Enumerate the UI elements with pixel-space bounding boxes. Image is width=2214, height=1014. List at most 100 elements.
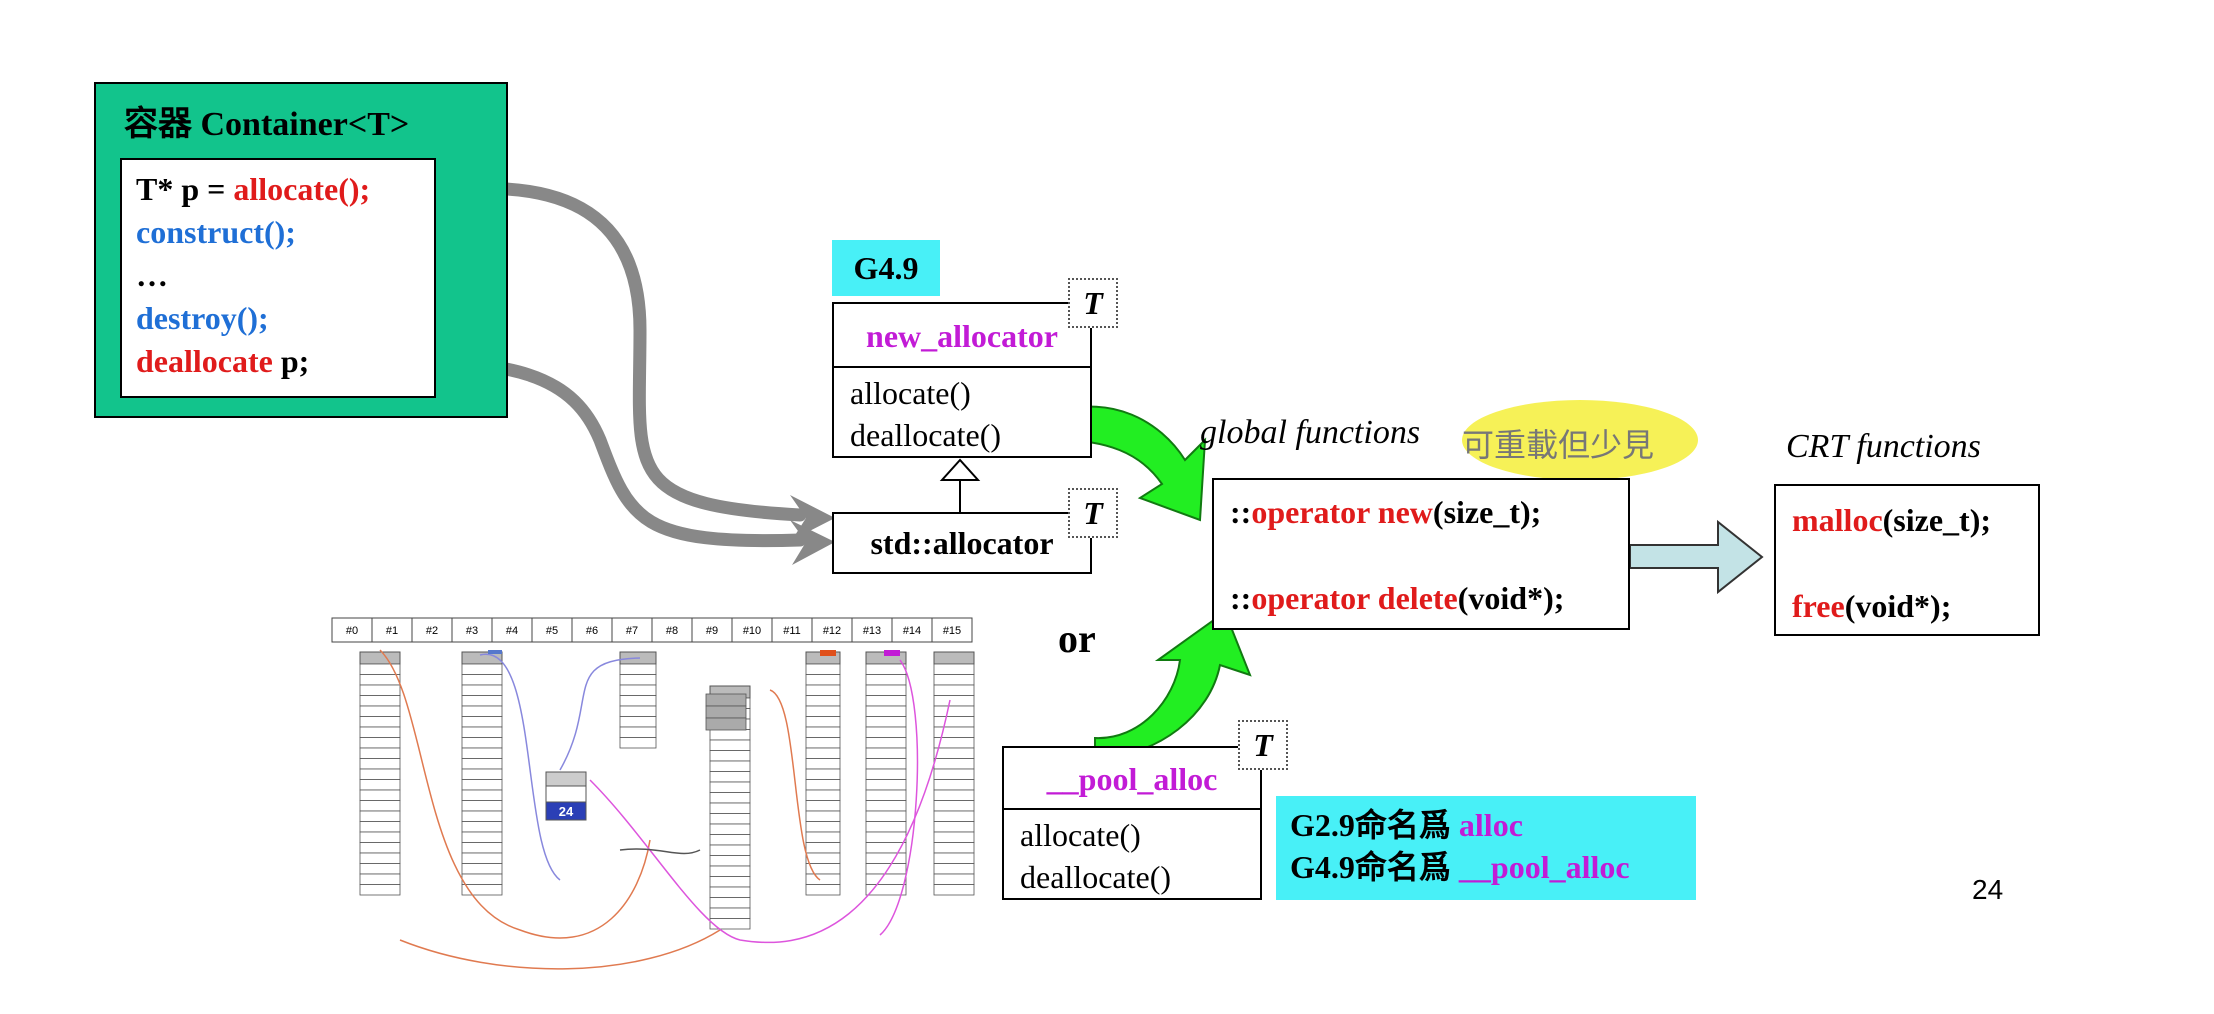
chunk-cell bbox=[709, 907, 751, 919]
chunk-used bbox=[705, 693, 747, 707]
chunk-cell bbox=[865, 695, 907, 707]
chunk-cell bbox=[805, 737, 841, 749]
chunk-cell bbox=[805, 758, 841, 770]
bucket-cell bbox=[651, 617, 693, 643]
chunk-cell bbox=[359, 674, 401, 686]
chunk-cell bbox=[359, 842, 401, 854]
code-line-allocate: T* p = allocate(); bbox=[136, 168, 420, 211]
allocate-arrow bbox=[401, 181, 807, 522]
chunk-cell bbox=[805, 695, 841, 707]
malloc-line: malloc(size_t); bbox=[1792, 502, 1991, 539]
chunk-cell bbox=[865, 779, 907, 791]
chunk-used bbox=[705, 705, 747, 719]
code-deallocate-call: deallocate bbox=[136, 343, 273, 379]
chunk-cell bbox=[709, 844, 751, 856]
chunk-cell bbox=[933, 789, 975, 801]
chunk-cell bbox=[865, 737, 907, 749]
chunk-cell bbox=[619, 684, 657, 696]
crt-functions-label: CRT functions bbox=[1786, 428, 1981, 465]
freelist-link bbox=[399, 929, 721, 970]
chunk-cell bbox=[709, 771, 751, 783]
bucket-label: #1 bbox=[386, 625, 398, 637]
new-allocator-class: new_allocator allocate() deallocate() bbox=[832, 302, 1092, 458]
chunk-cell bbox=[461, 863, 503, 875]
chunk-cell bbox=[461, 884, 503, 896]
freelist-link bbox=[879, 659, 919, 936]
chunk-cell bbox=[865, 758, 907, 770]
bucket-label: #15 bbox=[943, 625, 961, 637]
chunk-cell bbox=[805, 768, 841, 780]
bucket-label: #10 bbox=[743, 625, 761, 637]
op-delete-args: (void*); bbox=[1457, 580, 1565, 616]
operator-new-line: ::operator new(size_t); bbox=[1230, 494, 1541, 531]
chunk-cell bbox=[709, 750, 751, 762]
chunk-cell bbox=[709, 918, 751, 930]
chunk-cell bbox=[933, 810, 975, 822]
chunk-used bbox=[705, 717, 747, 731]
chunk-cell bbox=[359, 695, 401, 707]
chunk-cell bbox=[461, 758, 503, 770]
chunk-cell bbox=[709, 865, 751, 877]
chunk-cell bbox=[865, 684, 907, 696]
naming-note-line-g49: G4.9命名爲 __pool_alloc bbox=[1290, 846, 1682, 888]
chunk-cell bbox=[359, 737, 401, 749]
marker-purple bbox=[884, 650, 900, 656]
chunk-cell bbox=[865, 674, 907, 686]
code-deallocate-suffix: p; bbox=[272, 343, 310, 379]
chunk-cell bbox=[709, 897, 751, 909]
chunk-cell bbox=[461, 695, 503, 707]
std-allocator-name: std::allocator bbox=[870, 525, 1054, 561]
chunk-cell bbox=[865, 726, 907, 738]
chunk-cell bbox=[461, 789, 503, 801]
bucket-cell bbox=[611, 617, 653, 643]
chunk-cell bbox=[359, 789, 401, 801]
bucket-cell bbox=[571, 617, 613, 643]
chunk-cell bbox=[461, 810, 503, 822]
chunk-cell bbox=[865, 884, 907, 896]
crt-arrow bbox=[1629, 519, 1764, 595]
chunk-cell bbox=[933, 726, 975, 738]
chunk-cell bbox=[359, 716, 401, 728]
bucket-label: #5 bbox=[546, 625, 558, 637]
chunk-cell bbox=[461, 800, 503, 812]
chunk-header bbox=[933, 651, 975, 665]
chunk-cell bbox=[709, 876, 751, 888]
block-24 bbox=[545, 801, 587, 821]
chunk-cell bbox=[461, 831, 503, 843]
chunk-cell bbox=[359, 779, 401, 791]
naming-g49-name: __pool_alloc bbox=[1458, 849, 1630, 885]
bucket-label: #9 bbox=[706, 625, 718, 637]
freelist-link bbox=[559, 657, 641, 771]
chunk-cell bbox=[933, 831, 975, 843]
freelist-link bbox=[379, 649, 651, 939]
chunk-cell bbox=[619, 737, 657, 749]
chunk-cell bbox=[709, 823, 751, 835]
chunk-cell bbox=[619, 716, 657, 728]
chunk-cell bbox=[359, 810, 401, 822]
chunk-cell bbox=[461, 852, 503, 864]
chunk-cell bbox=[359, 768, 401, 780]
chunk-cell bbox=[359, 831, 401, 843]
chunk-cell bbox=[805, 842, 841, 854]
chunk-cell bbox=[619, 663, 657, 675]
block-header bbox=[545, 771, 587, 787]
green-arrow-top bbox=[1057, 405, 1207, 522]
pool-alloc-method: allocate() bbox=[1020, 817, 1141, 853]
freelist-link bbox=[589, 699, 951, 944]
marker-red bbox=[820, 650, 836, 656]
chunk-cell bbox=[805, 800, 841, 812]
bucket-label: #6 bbox=[586, 625, 598, 637]
chunk-cell bbox=[709, 886, 751, 898]
bucket-label: #14 bbox=[903, 625, 921, 637]
freelist-link bbox=[769, 689, 821, 881]
chunk-cell bbox=[709, 781, 751, 793]
chunk-cell bbox=[619, 705, 657, 717]
chunk-cell bbox=[359, 726, 401, 738]
chunk-cell bbox=[933, 695, 975, 707]
bucket-label: #0 bbox=[346, 625, 358, 637]
bucket-label: #11 bbox=[783, 625, 801, 637]
chunk-cell bbox=[933, 663, 975, 675]
container-code-block: T* p = allocate(); construct(); … destro… bbox=[120, 158, 436, 398]
chunk-cell bbox=[461, 684, 503, 696]
